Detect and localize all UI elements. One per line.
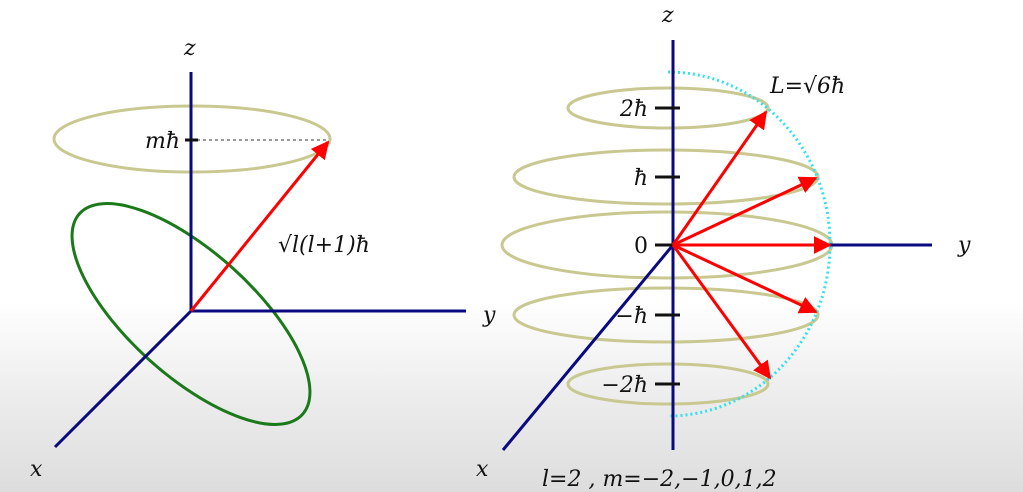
magnitude-label: √l(l+1)ħ [278,233,370,258]
z-axis-label: z [183,36,196,61]
x-axis-label: x [476,457,489,482]
tick-label-0: 0 [634,234,648,259]
tick-label-neg1: −ħ [615,304,648,329]
left-diagram: z y x mħ √l(l+1)ħ [30,36,496,482]
z-axis-label: z [661,3,674,28]
angular-momentum-vector [189,140,330,312]
sphere-arc [667,70,832,418]
tick-marks [655,106,680,386]
cone-ring-m1 [512,148,820,206]
cone-ring-m-1 [512,286,820,344]
vector-m-1 [672,243,818,314]
vectors [671,110,832,380]
projection-label: mħ [145,129,180,154]
x-axis [501,244,675,451]
y-axis-label: y [482,303,496,328]
vector-m-2 [671,244,772,380]
tick-label-neg2: −2ħ [601,373,648,398]
right-diagram: z y x L=√6ħ 2ħ ħ 0 −ħ −2ħ l=2 , m=−2,−1,… [476,3,971,492]
tick-label-1: ħ [634,166,648,191]
vector-m2 [671,110,768,246]
cone-ring-m2 [566,86,770,130]
vector-m1 [672,176,818,247]
magnitude-label: L=√6ħ [769,74,845,99]
precession-ring [70,202,312,426]
quantum-numbers-caption: l=2 , m=−2,−1,0,1,2 [542,467,777,492]
x-axis-label: x [30,457,43,482]
x-axis [53,309,193,449]
y-axis-label: y [957,233,971,258]
cone-ring-m-2 [566,362,770,406]
tick-label-2: 2ħ [619,97,648,122]
